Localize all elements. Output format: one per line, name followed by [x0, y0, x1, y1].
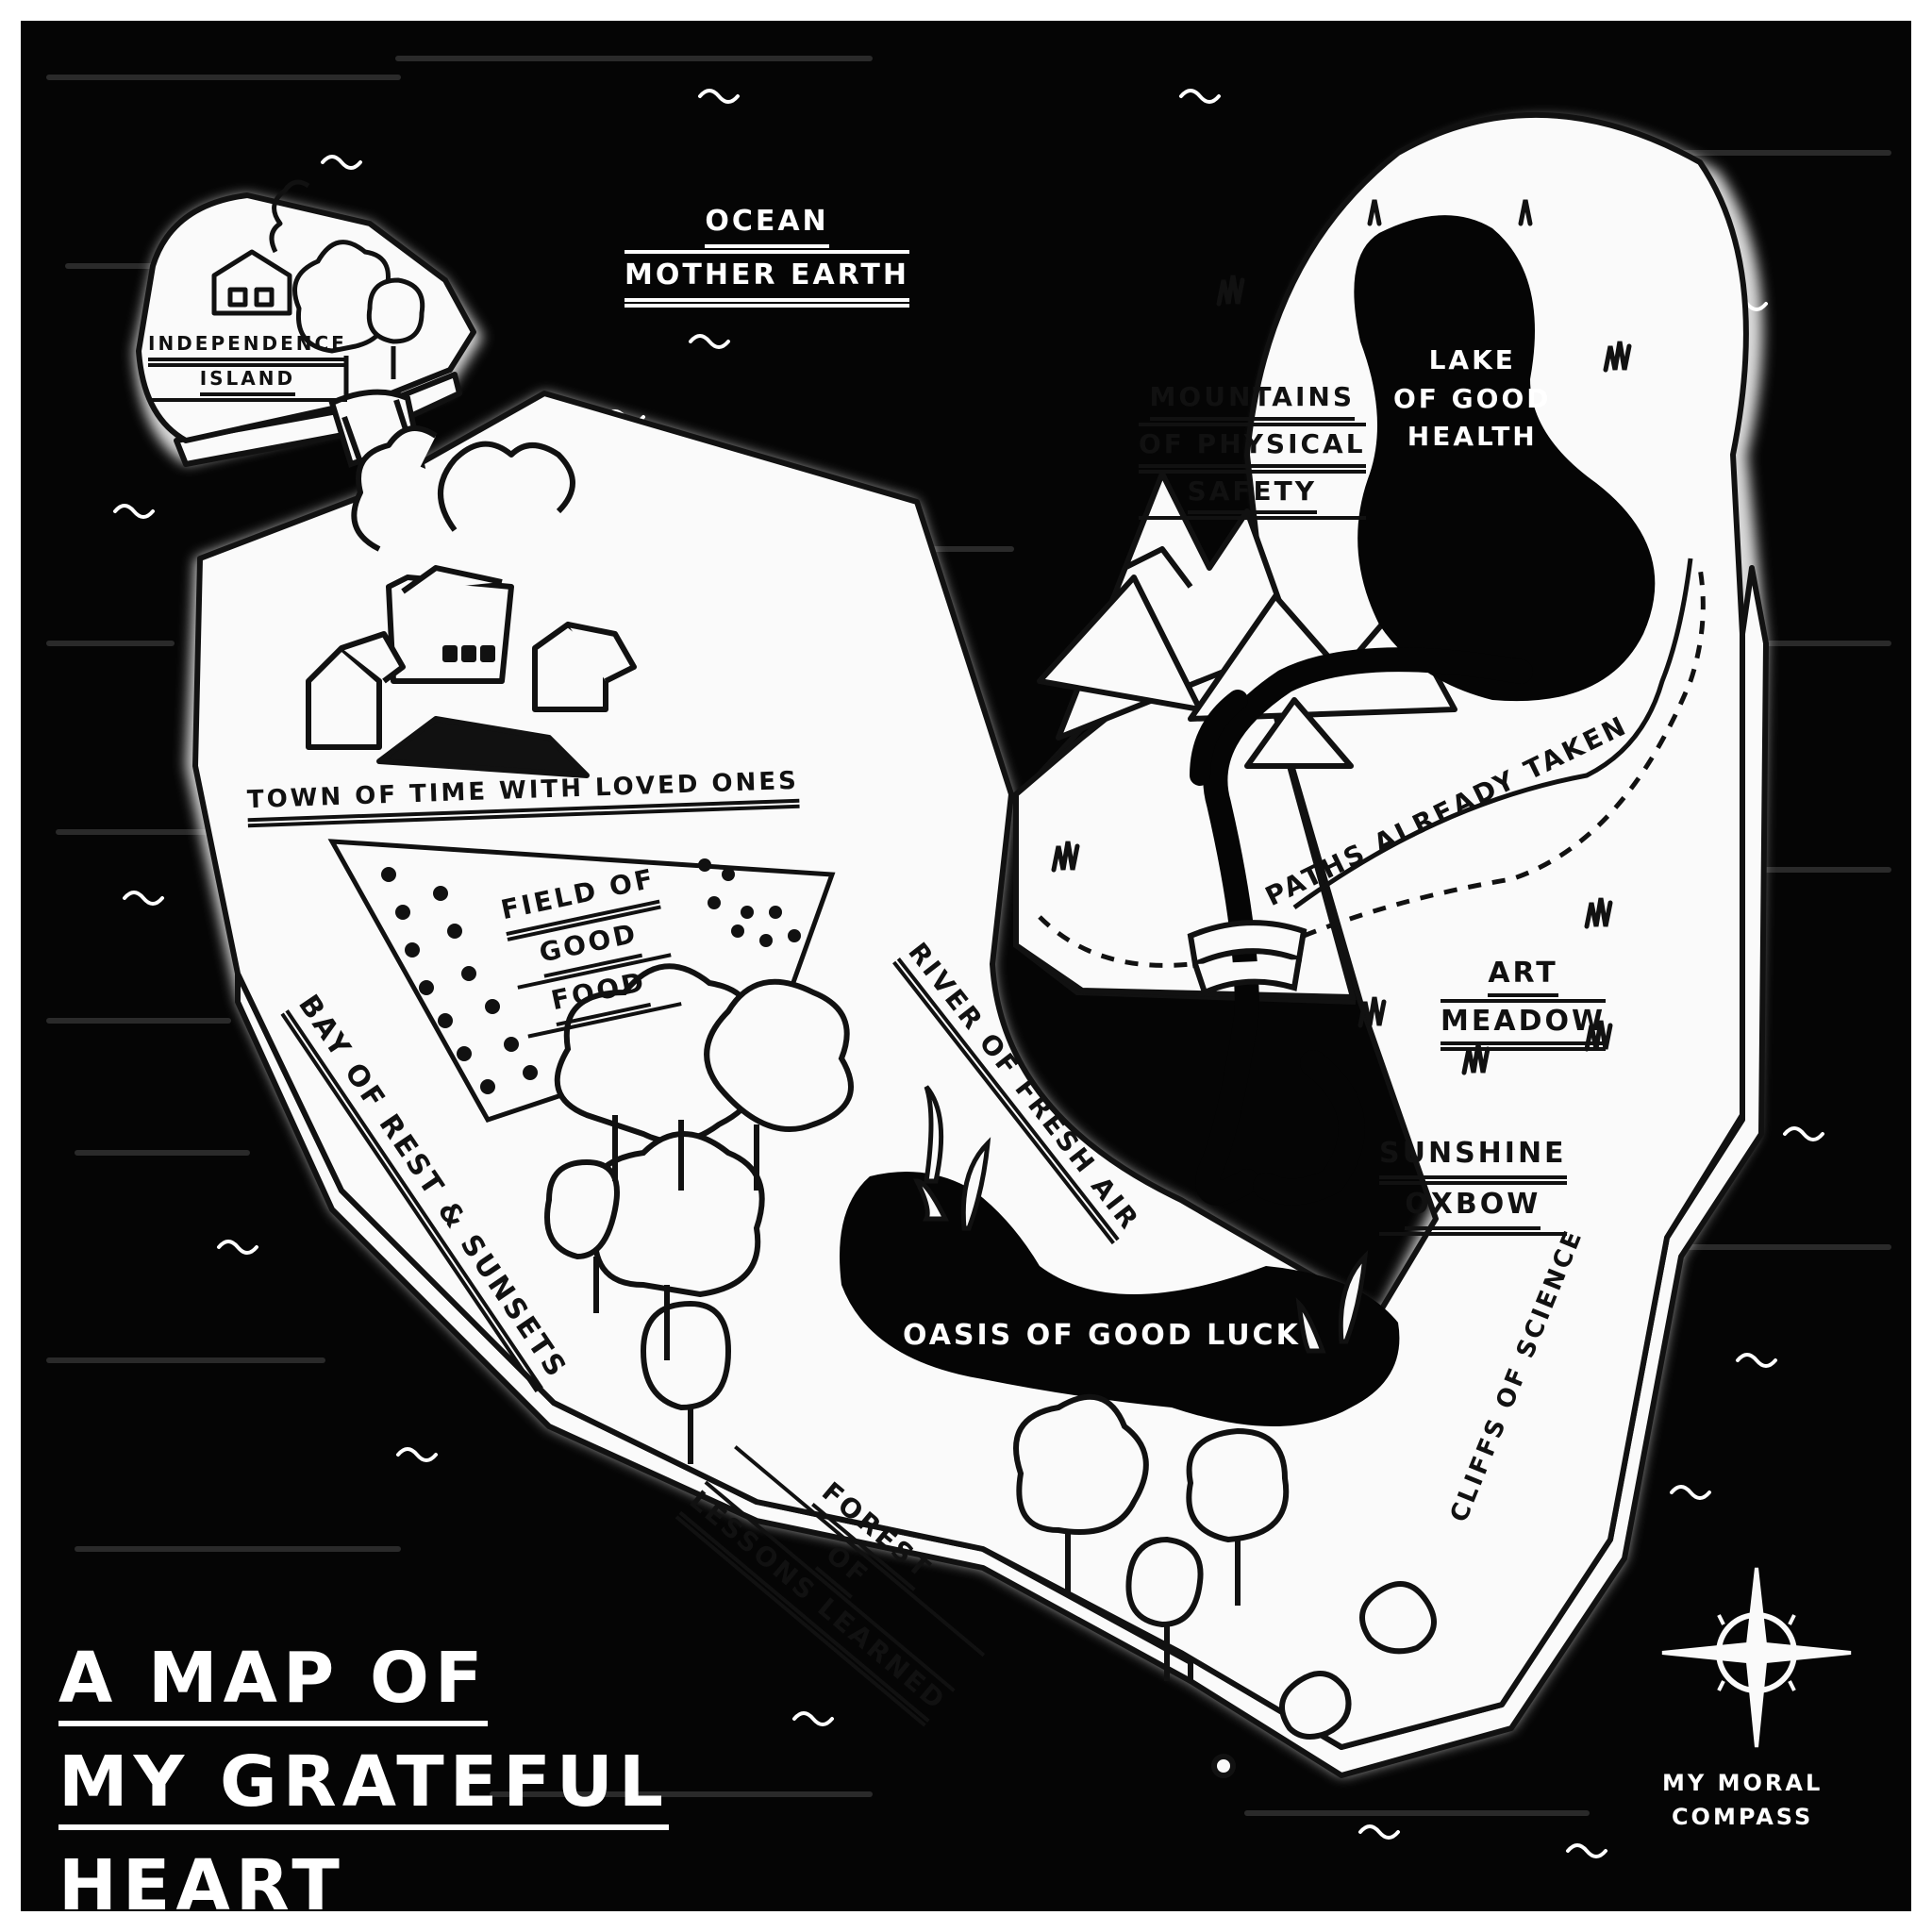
independence-island-label: INDEPENDENCE ISLAND — [148, 332, 347, 402]
field-crops — [381, 858, 801, 1094]
compass-label: MY MORAL COMPASS — [1662, 1770, 1824, 1830]
compass-rose-icon — [1661, 1567, 1852, 1748]
grass-tufts — [1051, 199, 1632, 1075]
island-house-icon — [211, 179, 310, 316]
lake-shape — [1354, 215, 1656, 702]
oasis-shape — [840, 1172, 1400, 1426]
river-shape — [1195, 647, 1533, 1206]
town-buildings-icon — [306, 425, 637, 778]
lake-label: LAKE OF GOOD HEALTH — [1393, 344, 1552, 453]
art-meadow-label: ART MEADOW — [1441, 955, 1607, 1051]
forest-trees-icon — [544, 963, 854, 1464]
ocean-label: OCEAN MOTHER EARTH — [625, 200, 910, 308]
map-canvas: INDEPENDENCE ISLAND OCEAN MOTHER EARTH T… — [21, 21, 1911, 1911]
map-illustration — [46, 56, 1891, 1858]
oxbow-label: SUNSHINE OXBOW — [1379, 1134, 1567, 1236]
paths-trail — [1038, 567, 1706, 968]
river-bridge — [1187, 920, 1307, 997]
lessons-forest-icon — [1013, 1393, 1437, 1778]
oasis-label: OASIS OF GOOD LUCK — [903, 1319, 1301, 1352]
oxbow-shape — [1253, 1050, 1365, 1206]
island-trees-icon — [292, 240, 425, 398]
mountains-label: MOUNTAINS OF PHYSICAL SAFETY — [1139, 379, 1366, 521]
oasis-reeds-icon — [912, 1085, 1369, 1354]
map-title: A MAP OF MY GRATEFUL HEART — [58, 1643, 670, 1911]
